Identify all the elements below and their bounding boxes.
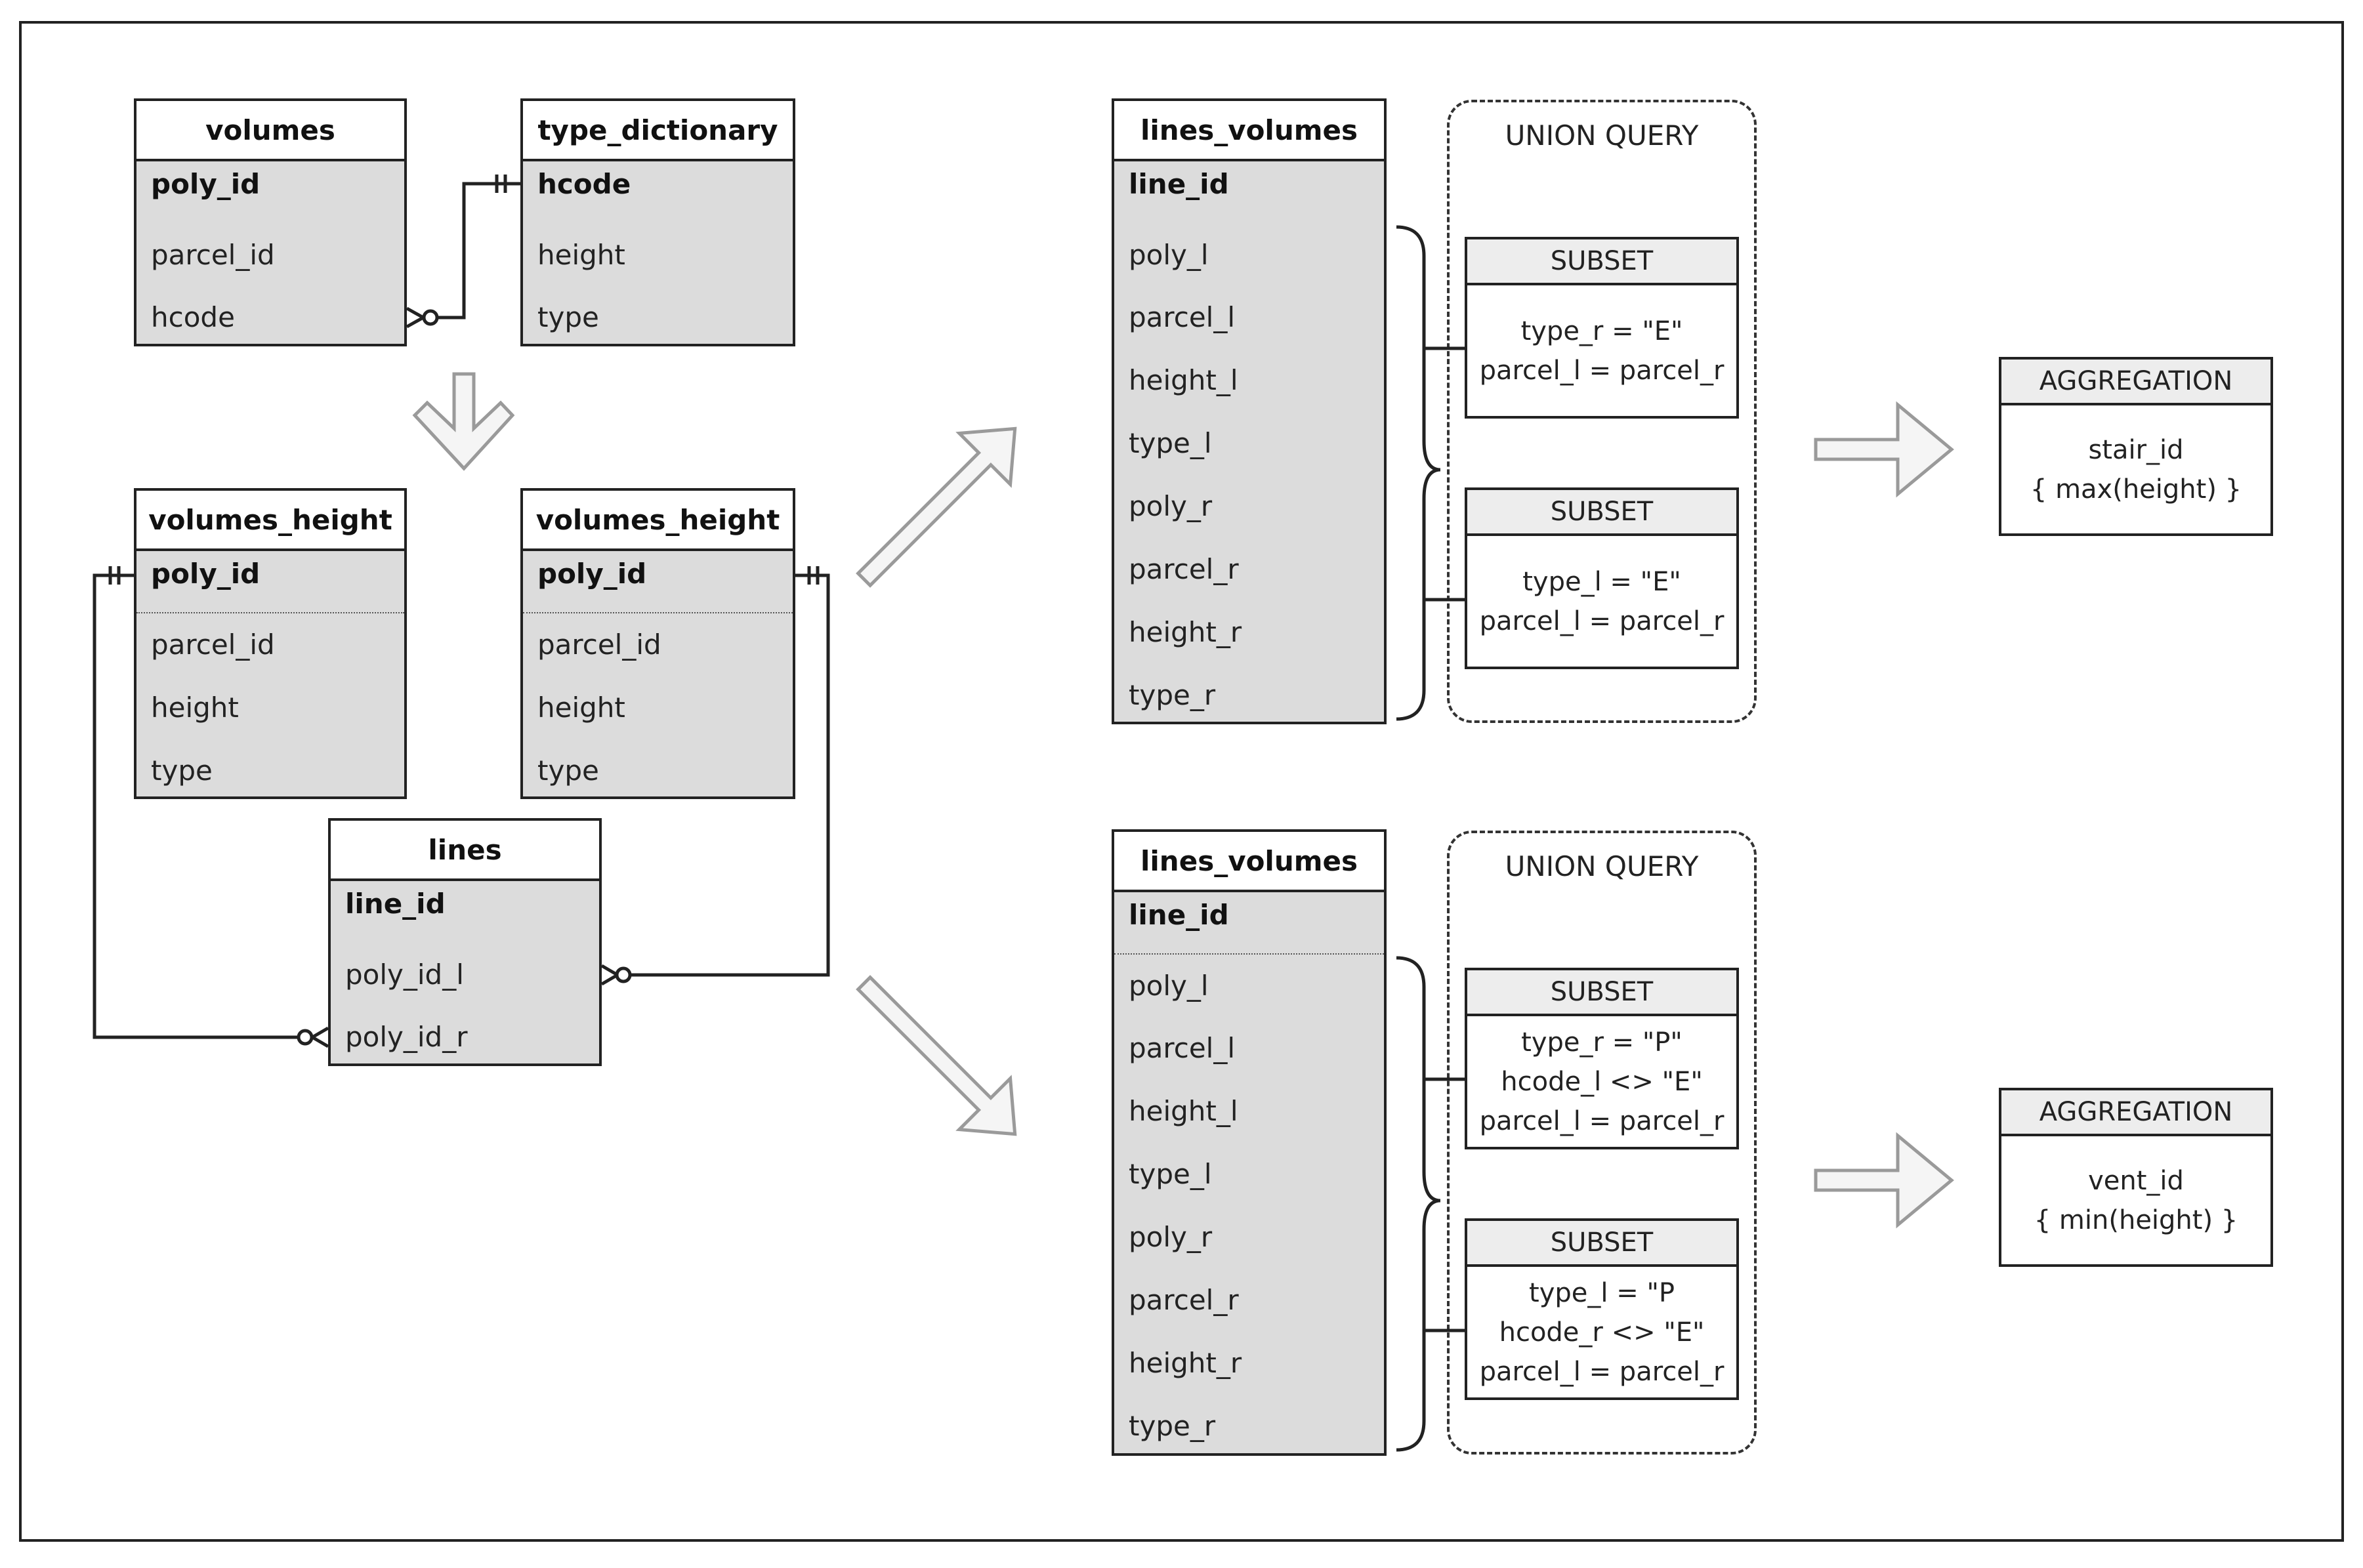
table-field: poly_r bbox=[1129, 1221, 1213, 1253]
aggregation-top: AGGREGATION stair_id { max(height) } bbox=[1999, 357, 2273, 536]
table-field: height bbox=[537, 239, 625, 271]
table-key-field: poly_id bbox=[151, 168, 261, 200]
subset-title: SUBSET bbox=[1467, 239, 1736, 285]
key-separator bbox=[136, 612, 404, 613]
aggregation-expression: { min(height) } bbox=[2034, 1205, 2238, 1235]
table-field: type bbox=[537, 754, 599, 787]
table-lines-volumes-top: lines_volumes line_id poly_l parcel_l he… bbox=[1112, 98, 1387, 724]
table-type-dictionary: type_dictionary hcode height type bbox=[520, 98, 795, 346]
subset-condition: hcode_r <> "E" bbox=[1499, 1317, 1705, 1348]
subset-box: SUBSET type_r = "P" hcode_l <> "E" parce… bbox=[1465, 968, 1739, 1149]
union-query-label: UNION QUERY bbox=[1505, 850, 1699, 882]
union-query-top: UNION QUERY bbox=[1447, 100, 1757, 723]
aggregation-title: AGGREGATION bbox=[2001, 360, 2270, 405]
table-key-field: line_id bbox=[1129, 899, 1229, 931]
table-lines: lines line_id poly_id_l poly_id_r bbox=[328, 818, 602, 1066]
table-key-field: hcode bbox=[537, 168, 631, 200]
table-title: lines_volumes bbox=[1114, 832, 1384, 892]
table-field: poly_id_r bbox=[345, 1021, 468, 1053]
table-field: parcel_id bbox=[151, 239, 275, 271]
down-arrow-icon bbox=[412, 372, 515, 471]
table-field: height_r bbox=[1129, 1347, 1242, 1379]
subset-condition: parcel_l = parcel_r bbox=[1479, 1105, 1725, 1136]
table-title: volumes bbox=[136, 101, 404, 161]
brace bbox=[1396, 956, 1441, 1452]
subset-box: SUBSET type_l = "P hcode_r <> "E" parcel… bbox=[1465, 1218, 1739, 1400]
table-volumes: volumes poly_id parcel_id hcode bbox=[134, 98, 407, 346]
aggregation-title: AGGREGATION bbox=[2001, 1090, 2270, 1136]
subset-title: SUBSET bbox=[1467, 490, 1736, 536]
table-field: parcel_r bbox=[1129, 1284, 1239, 1316]
arrow-right-icon bbox=[1814, 401, 1954, 498]
table-key-field: line_id bbox=[1129, 168, 1229, 200]
subset-condition: hcode_l <> "E" bbox=[1501, 1066, 1703, 1097]
table-field: parcel_l bbox=[1129, 1032, 1236, 1064]
table-field: type_l bbox=[1129, 427, 1212, 459]
union-query-bottom: UNION QUERY bbox=[1447, 831, 1757, 1455]
table-field: parcel_id bbox=[537, 629, 661, 661]
subset-title: SUBSET bbox=[1467, 1221, 1736, 1267]
subset-title: SUBSET bbox=[1467, 970, 1736, 1016]
table-field: poly_l bbox=[1129, 970, 1209, 1002]
relation-connector bbox=[93, 566, 329, 1048]
union-query-label: UNION QUERY bbox=[1505, 119, 1699, 152]
aggregation-bottom: AGGREGATION vent_id { min(height) } bbox=[1999, 1088, 2273, 1267]
arrow-down-right-icon bbox=[856, 975, 1017, 1136]
key-separator bbox=[1114, 953, 1384, 955]
table-field: type_r bbox=[1129, 1410, 1216, 1442]
table-title: lines_volumes bbox=[1114, 101, 1384, 161]
subset-condition: type_l = "P bbox=[1529, 1277, 1675, 1308]
subset-box: SUBSET type_l = "E" parcel_l = parcel_r bbox=[1465, 487, 1739, 669]
table-field: poly_l bbox=[1129, 239, 1209, 271]
table-field: type bbox=[537, 301, 599, 333]
table-field: height_r bbox=[1129, 616, 1242, 648]
table-volumes-height-right: volumes_height poly_id parcel_id height … bbox=[520, 488, 795, 799]
table-field: height bbox=[537, 691, 625, 724]
subset-condition: parcel_l = parcel_r bbox=[1479, 1356, 1725, 1387]
subset-condition: type_l = "E" bbox=[1522, 566, 1681, 597]
arrow-right-icon bbox=[1814, 1132, 1954, 1229]
table-field: type bbox=[151, 754, 213, 787]
subset-condition: parcel_l = parcel_r bbox=[1479, 355, 1725, 386]
table-volumes-height-left: volumes_height poly_id parcel_id height … bbox=[134, 488, 407, 799]
table-field: parcel_r bbox=[1129, 553, 1239, 585]
table-key-field: poly_id bbox=[537, 558, 647, 590]
table-title: lines bbox=[331, 821, 599, 881]
table-field: height_l bbox=[1129, 364, 1238, 396]
subset-condition: type_r = "E" bbox=[1520, 316, 1683, 346]
relation-connector bbox=[600, 566, 830, 986]
table-lines-volumes-bottom: lines_volumes line_id poly_l parcel_l he… bbox=[1112, 829, 1387, 1456]
table-field: parcel_id bbox=[151, 629, 275, 661]
brace-connector bbox=[1424, 346, 1465, 602]
brace-connector bbox=[1424, 1077, 1465, 1332]
subset-box: SUBSET type_r = "E" parcel_l = parcel_r bbox=[1465, 237, 1739, 419]
aggregation-expression: stair_id bbox=[2088, 434, 2184, 465]
table-field: type_r bbox=[1129, 679, 1216, 711]
aggregation-expression: { max(height) } bbox=[2030, 474, 2242, 505]
table-field: poly_id_l bbox=[345, 959, 464, 991]
brace bbox=[1396, 225, 1441, 721]
table-key-field: line_id bbox=[345, 888, 446, 920]
relation-connector bbox=[406, 175, 520, 329]
subset-condition: type_r = "P" bbox=[1521, 1027, 1683, 1058]
diagram-frame bbox=[19, 21, 2344, 1542]
table-field: height bbox=[151, 691, 239, 724]
table-title: volumes_height bbox=[523, 491, 793, 551]
key-separator bbox=[523, 612, 793, 613]
table-title: volumes_height bbox=[136, 491, 404, 551]
arrow-up-right-icon bbox=[856, 426, 1017, 588]
subset-condition: parcel_l = parcel_r bbox=[1479, 606, 1725, 636]
aggregation-expression: vent_id bbox=[2088, 1165, 2184, 1196]
table-field: poly_r bbox=[1129, 490, 1213, 522]
table-field: height_l bbox=[1129, 1095, 1238, 1127]
table-field: hcode bbox=[151, 301, 235, 333]
table-title: type_dictionary bbox=[523, 101, 793, 161]
table-field: type_l bbox=[1129, 1158, 1212, 1190]
table-field: parcel_l bbox=[1129, 301, 1236, 333]
table-key-field: poly_id bbox=[151, 558, 261, 590]
